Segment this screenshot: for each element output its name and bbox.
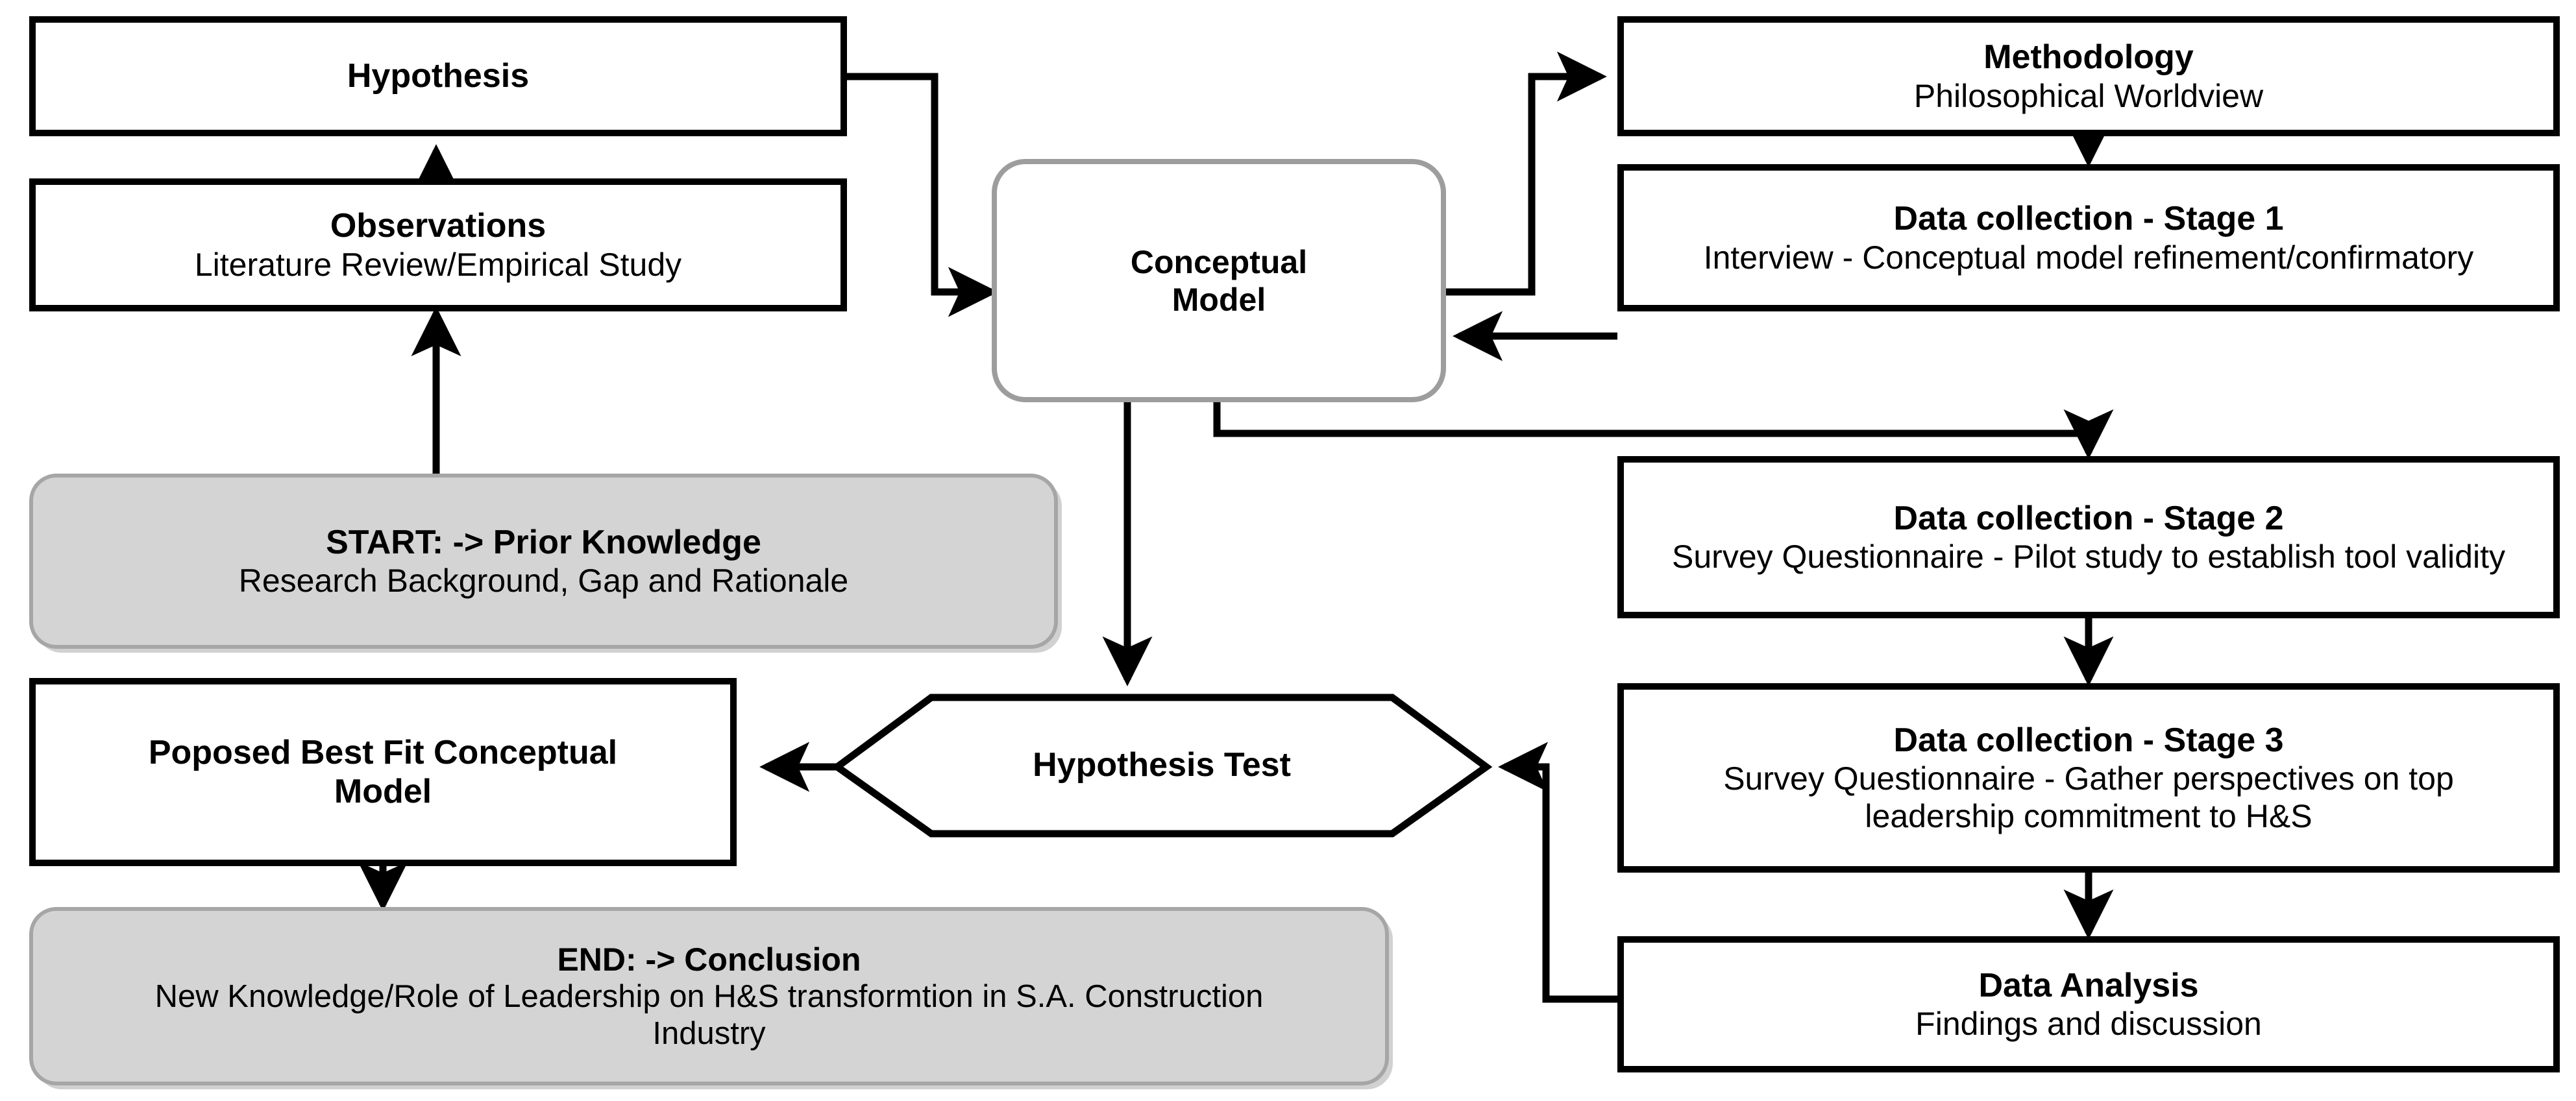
- node-stage2[interactable]: Data collection - Stage 2 Survey Questio…: [1617, 456, 2560, 618]
- node-methodology-subtitle: Philosophical Worldview: [1913, 77, 2264, 114]
- node-observations-title: Observations: [330, 207, 546, 245]
- node-stage3[interactable]: Data collection - Stage 3 Survey Questio…: [1617, 683, 2560, 873]
- node-start-title: START: -> Prior Knowledge: [326, 523, 761, 561]
- node-observations-subtitle: Literature Review/Empirical Study: [194, 246, 682, 283]
- node-stage1-subtitle: Interview - Conceptual model refinement/…: [1703, 239, 2474, 276]
- node-end-subtitle: New Knowledge/Role of Leadership on H&S …: [154, 978, 1264, 1051]
- node-start[interactable]: START: -> Prior Knowledge Research Backg…: [29, 474, 1058, 649]
- node-methodology[interactable]: Methodology Philosophical Worldview: [1617, 16, 2560, 136]
- node-data-analysis-subtitle: Findings and discussion: [1915, 1006, 2262, 1043]
- node-stage3-subtitle: Survey Questionnaire - Gather perspectiv…: [1723, 760, 2454, 835]
- edge-conceptual-model-to-stage2: [1213, 402, 2114, 459]
- node-stage2-subtitle: Survey Questionnaire - Pilot study to es…: [1672, 538, 2505, 575]
- node-hypothesis-title: Hypothesis: [347, 57, 530, 95]
- node-stage2-title: Data collection - Stage 2: [1893, 499, 2284, 537]
- node-start-subtitle: Research Background, Gap and Rationale: [238, 563, 849, 599]
- node-hypothesis-test[interactable]: Hypothesis Test: [948, 697, 1376, 834]
- node-stage1[interactable]: Data collection - Stage 1 Interview - Co…: [1617, 164, 2560, 311]
- node-hypothesis[interactable]: Hypothesis: [29, 16, 847, 136]
- node-observations[interactable]: Observations Literature Review/Empirical…: [29, 178, 847, 311]
- node-end[interactable]: END: -> Conclusion New Knowledge/Role of…: [29, 907, 1389, 1085]
- node-hypothesis-test-title: Hypothesis Test: [1033, 746, 1291, 784]
- node-data-analysis-title: Data Analysis: [1978, 966, 2199, 1004]
- node-data-analysis[interactable]: Data Analysis Findings and discussion: [1617, 936, 2560, 1072]
- edge-hypothesis-to-conceptual-model: [847, 73, 998, 317]
- edge-conceptual-model-to-methodology: [1441, 51, 1607, 296]
- node-conceptual-model-title: Conceptual Model: [1130, 243, 1308, 318]
- node-end-title: END: -> Conclusion: [557, 941, 861, 978]
- node-methodology-title: Methodology: [1983, 38, 2194, 77]
- hypothesis-test-hexagon: [831, 694, 1493, 838]
- node-conceptual-model[interactable]: Conceptual Model: [992, 159, 1446, 402]
- node-proposed-model[interactable]: Poposed Best Fit Conceptual Model: [29, 678, 737, 866]
- node-proposed-model-title: Poposed Best Fit Conceptual Model: [148, 733, 618, 810]
- node-stage3-title: Data collection - Stage 3: [1893, 721, 2284, 759]
- edge-data-analysis-to-hypothesis-test: [1498, 742, 1617, 1003]
- node-stage1-title: Data collection - Stage 1: [1893, 200, 2284, 238]
